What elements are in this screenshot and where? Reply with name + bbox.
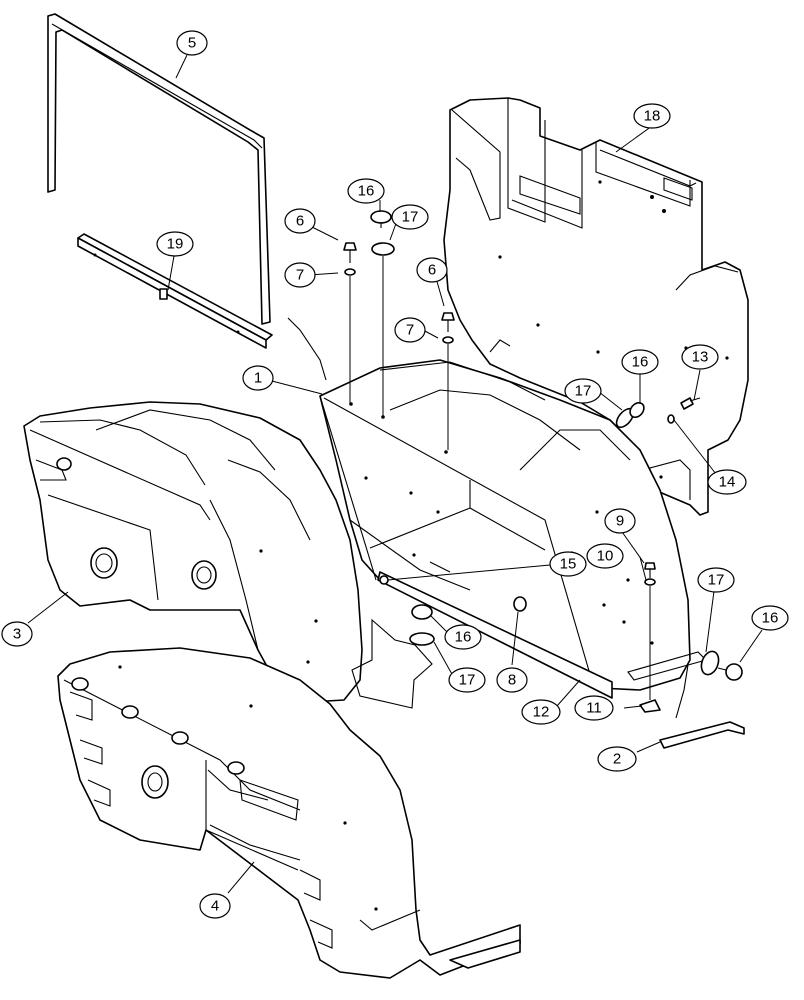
callout-17-top: 17 bbox=[391, 204, 429, 230]
svg-text:2: 2 bbox=[613, 751, 621, 768]
svg-text:9: 9 bbox=[616, 513, 624, 530]
callout-7-lower: 7 bbox=[394, 317, 426, 343]
callout-12: 12 bbox=[521, 699, 561, 725]
callout-9: 9 bbox=[604, 508, 636, 534]
svg-text:8: 8 bbox=[508, 672, 516, 689]
svg-text:17: 17 bbox=[708, 572, 725, 589]
callout-16-lower: 16 bbox=[444, 624, 482, 650]
svg-text:10: 10 bbox=[597, 548, 614, 565]
callout-18: 18 bbox=[633, 103, 671, 129]
callout-1: 1 bbox=[242, 365, 274, 391]
callout-5: 5 bbox=[176, 30, 208, 56]
callout-7-upper: 7 bbox=[284, 262, 316, 288]
svg-text:17: 17 bbox=[575, 383, 592, 400]
svg-text:17: 17 bbox=[402, 209, 419, 226]
svg-text:11: 11 bbox=[586, 700, 602, 717]
part-5-frame-bar bbox=[47, 13, 271, 325]
svg-text:6: 6 bbox=[428, 262, 436, 279]
svg-text:5: 5 bbox=[188, 35, 196, 52]
svg-text:13: 13 bbox=[692, 349, 709, 366]
part-18-rear-panel bbox=[443, 97, 749, 516]
callout-13: 13 bbox=[681, 344, 719, 370]
svg-text:6: 6 bbox=[296, 213, 304, 230]
callout-2: 2 bbox=[597, 746, 637, 772]
svg-text:4: 4 bbox=[211, 898, 219, 915]
part-3-left-fender bbox=[23, 401, 363, 703]
part-2-step-plate bbox=[659, 721, 745, 749]
svg-text:1: 1 bbox=[254, 370, 262, 387]
svg-text:12: 12 bbox=[533, 704, 550, 721]
callout-10: 10 bbox=[586, 543, 624, 569]
callout-3: 3 bbox=[1, 621, 33, 647]
svg-text:16: 16 bbox=[455, 629, 472, 646]
svg-text:16: 16 bbox=[632, 354, 649, 371]
callout-4: 4 bbox=[199, 893, 231, 919]
svg-text:3: 3 bbox=[13, 626, 21, 643]
callout-15: 15 bbox=[549, 551, 587, 577]
callout-6-upper: 6 bbox=[284, 208, 316, 234]
callout-16-top: 16 bbox=[347, 178, 385, 204]
callout-16-far-right: 16 bbox=[751, 605, 789, 631]
callout-11: 11 bbox=[574, 695, 614, 721]
callout-17-lower: 17 bbox=[448, 667, 486, 693]
callout-6-lower: 6 bbox=[416, 257, 448, 283]
part-1-center-panel bbox=[287, 317, 708, 709]
callout-17-right: 17 bbox=[564, 378, 602, 404]
svg-text:18: 18 bbox=[644, 108, 661, 125]
svg-text:16: 16 bbox=[762, 610, 779, 627]
part-19-angle-strip bbox=[77, 233, 273, 349]
callout-17-far-right: 17 bbox=[697, 567, 735, 593]
part-4-lower-fender bbox=[57, 647, 521, 979]
callout-8: 8 bbox=[496, 667, 528, 693]
callout-16-right: 16 bbox=[621, 349, 659, 375]
svg-text:14: 14 bbox=[719, 474, 736, 491]
svg-text:7: 7 bbox=[296, 267, 304, 284]
callout-19: 19 bbox=[156, 231, 194, 257]
fastener-hardware bbox=[343, 210, 743, 719]
svg-text:15: 15 bbox=[560, 556, 577, 573]
callout-14: 14 bbox=[707, 469, 747, 495]
svg-text:19: 19 bbox=[167, 236, 184, 253]
svg-text:7: 7 bbox=[406, 322, 414, 339]
svg-text:16: 16 bbox=[358, 183, 375, 200]
svg-text:17: 17 bbox=[459, 672, 476, 689]
